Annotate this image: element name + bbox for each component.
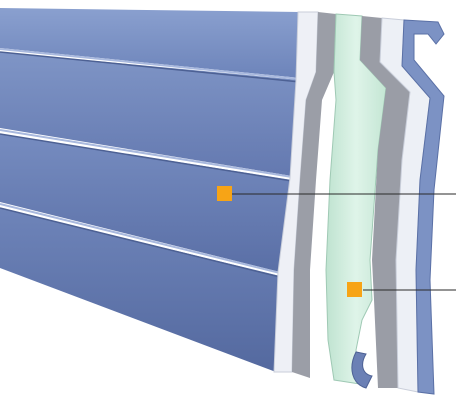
callout-marker-lower: [347, 282, 362, 297]
callout-marker-upper: [217, 186, 232, 201]
